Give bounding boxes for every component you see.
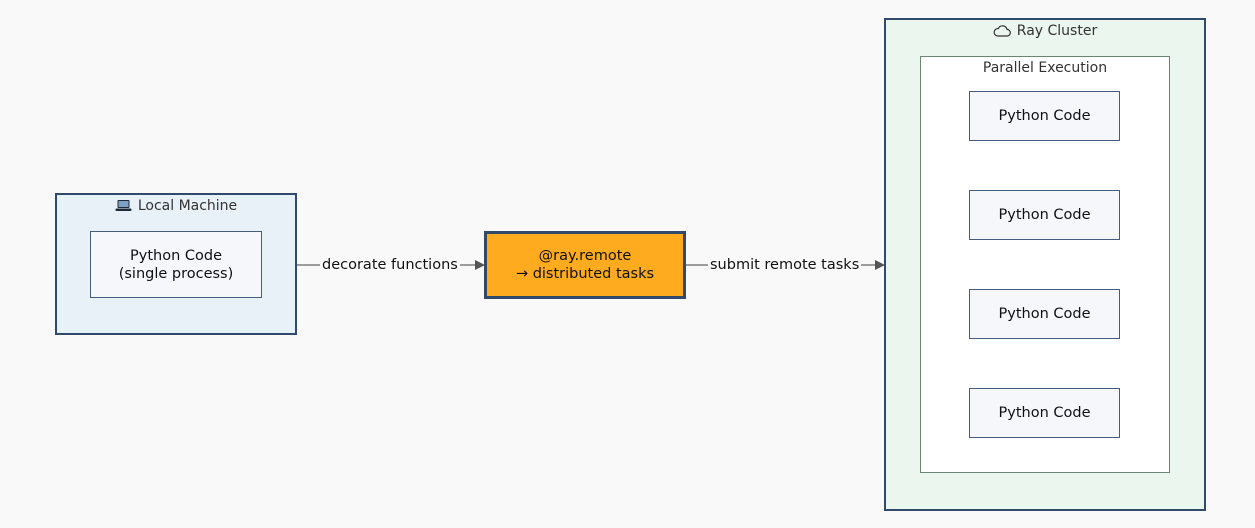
edge-decorate-label: decorate functions [320, 256, 460, 274]
parallel-execution-title: Parallel Execution [982, 60, 1108, 76]
cloud-icon [993, 24, 1011, 42]
worker-node-label: Python Code [998, 306, 1091, 322]
ray-cluster-title: Ray Cluster [886, 22, 1204, 42]
remote-node-line1: @ray.remote [538, 248, 632, 264]
local-machine-title: Local Machine [57, 197, 295, 217]
ray-remote-node: @ray.remote → distributed tasks [484, 231, 686, 299]
local-python-code-node: Python Code (single process) [90, 231, 262, 298]
worker-node-label: Python Code [998, 207, 1091, 223]
remote-node-line2: → distributed tasks [515, 266, 655, 282]
local-node-line2: (single process) [118, 265, 234, 282]
local-machine-label: Local Machine [137, 198, 238, 214]
worker-node-label: Python Code [998, 108, 1091, 124]
worker-node-4: Python Code [969, 388, 1120, 438]
ray-cluster-label: Ray Cluster [1016, 23, 1098, 39]
edge-submit-label: submit remote tasks [708, 256, 862, 274]
local-node-line1: Python Code [130, 247, 222, 264]
worker-node-2: Python Code [969, 190, 1120, 240]
worker-node-3: Python Code [969, 289, 1120, 339]
worker-node-label: Python Code [998, 405, 1091, 421]
worker-node-1: Python Code [969, 91, 1120, 141]
laptop-icon [115, 199, 132, 217]
